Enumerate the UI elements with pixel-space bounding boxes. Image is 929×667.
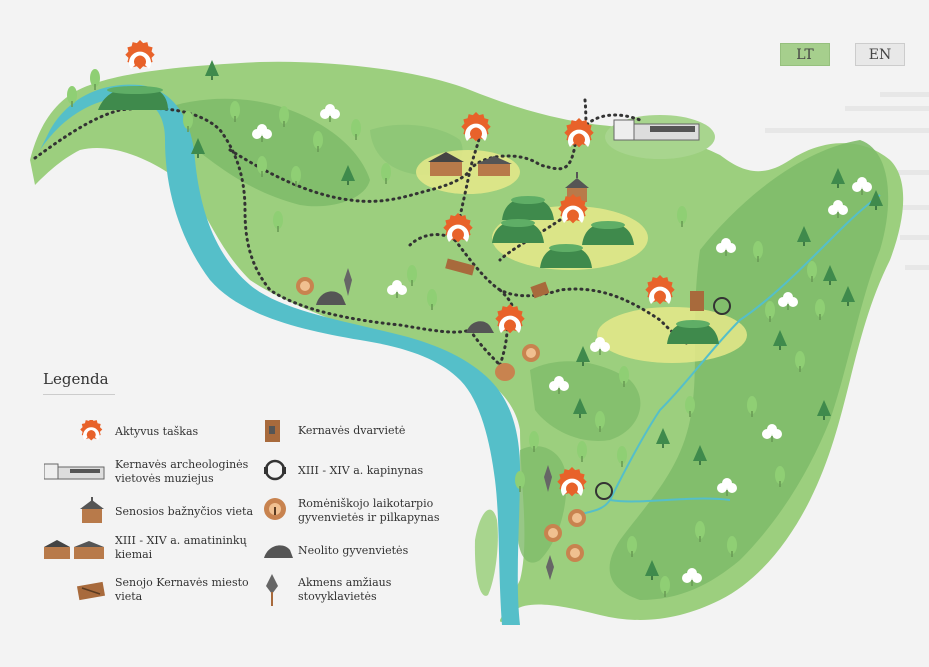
museum-building[interactable] [613, 119, 700, 141]
legend-item-stone-age-camp[interactable]: Akmens amžiaus stovyklavietės [262, 574, 462, 608]
active-point-marker[interactable] [125, 40, 155, 70]
old-town-icon [76, 581, 106, 601]
roman-settlement-icon[interactable] [296, 277, 314, 295]
neolithic-settlement-icon[interactable] [316, 291, 346, 305]
neolithic-settlement-icon[interactable] [466, 321, 494, 333]
legend-panel: Legenda [43, 370, 423, 401]
craftsmen-yards-building[interactable] [428, 152, 512, 176]
old-church-icon [80, 497, 104, 523]
river-neris [40, 84, 520, 625]
legend-item-roman-settlement[interactable]: Romėniškojo laikotarpio gyvenvietės ir p… [262, 495, 462, 529]
museum-icon [44, 463, 105, 480]
cemetery-icon [264, 459, 286, 481]
old-town-icon[interactable] [530, 281, 550, 299]
legend-title: Legenda [43, 370, 115, 395]
stream [609, 497, 731, 503]
cemetery-icon[interactable] [595, 482, 613, 500]
manor-icon [265, 420, 280, 442]
old-town-icon[interactable] [445, 258, 475, 276]
legend-item-cemetery[interactable]: XIII - XIV a. kapinynas [262, 457, 462, 487]
stone-age-camp-icon[interactable] [546, 555, 554, 580]
roman-settlement-icon [264, 498, 286, 520]
roman-settlement-icon[interactable] [568, 509, 586, 527]
neolithic-settlement-icon [264, 545, 293, 558]
lake-island [474, 509, 498, 596]
manor-icon[interactable] [690, 291, 704, 311]
hillfort[interactable] [98, 86, 168, 110]
roman-settlement-icon[interactable] [522, 344, 540, 362]
legend-item-old-town[interactable]: Senojo Kernavės miesto vieta [44, 576, 254, 610]
active-point-icon [80, 420, 103, 441]
craftsmen-yards-icon [44, 540, 104, 559]
stone-age-camp-icon[interactable] [344, 268, 352, 296]
forest-area [160, 98, 370, 207]
legend-item-manor[interactable]: Kernavės dvarvietė [262, 418, 462, 448]
cemetery-icon[interactable] [713, 297, 731, 315]
forest-area [609, 140, 889, 600]
legend-item-neolithic[interactable]: Neolito gyvenvietės [262, 538, 462, 568]
language-lt-button[interactable]: LT [780, 43, 830, 66]
stone-age-camp-icon[interactable] [544, 465, 552, 492]
language-en-button[interactable]: EN [855, 43, 905, 66]
legend-item-active-point[interactable]: Aktyvus taškas [44, 420, 244, 450]
legend-item-old-church[interactable]: Senosios bažnyčios vieta [44, 497, 254, 527]
pottery-icon[interactable] [495, 363, 515, 381]
roman-settlement-icon[interactable] [566, 544, 584, 562]
roman-settlement-icon[interactable] [544, 524, 562, 542]
legend-item-craftsmen-yards[interactable]: XIII - XIV a. amatininkų kiemai [44, 534, 254, 568]
legend-item-museum[interactable]: Kernavės archeologinės vietovės muziejus [44, 458, 254, 492]
stone-age-camp-icon [266, 574, 278, 606]
